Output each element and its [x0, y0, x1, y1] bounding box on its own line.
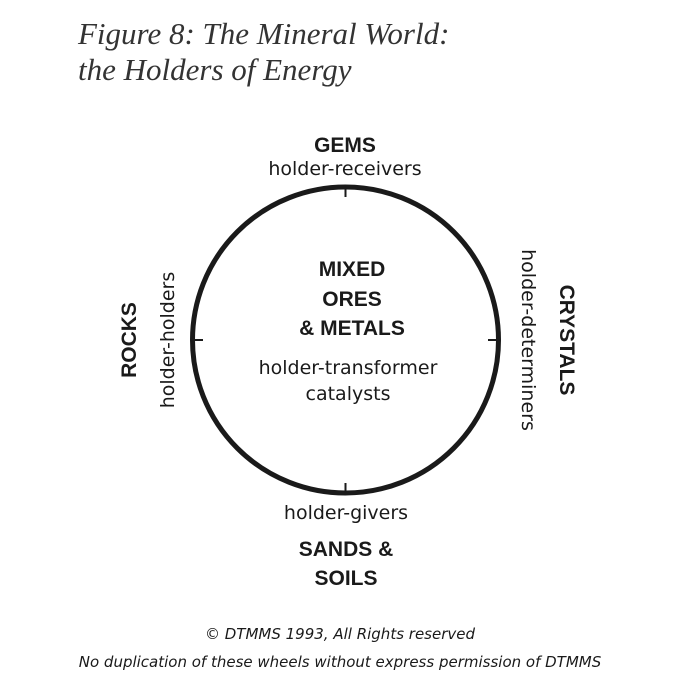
center-label-1: MIXED: [319, 258, 386, 281]
center-label-2: ORES: [322, 288, 382, 311]
copyright-text: © DTMMS 1993, All Rights reserved: [205, 625, 476, 643]
center-role-1: holder-transformer: [259, 357, 438, 379]
left-label: ROCKS: [118, 302, 141, 378]
right-label: CRYSTALS: [555, 285, 578, 396]
title-line-1: Figure 8: The Mineral World:: [77, 16, 449, 51]
bottom-label-2: SOILS: [314, 567, 377, 590]
right-role: holder-determiners: [517, 249, 539, 431]
bottom-role: holder-givers: [284, 502, 408, 524]
wheel-circle: [190, 184, 501, 496]
center-role-2: catalysts: [306, 383, 391, 405]
top-role: holder-receivers: [268, 158, 421, 180]
left-role: holder-holders: [157, 272, 179, 409]
duplication-notice: No duplication of these wheels without e…: [79, 653, 602, 671]
top-label: GEMS: [314, 134, 376, 157]
title-line-2: the Holders of Energy: [78, 52, 352, 87]
bottom-label-1: SANDS &: [299, 538, 394, 561]
center-label-3: & METALS: [299, 317, 405, 340]
